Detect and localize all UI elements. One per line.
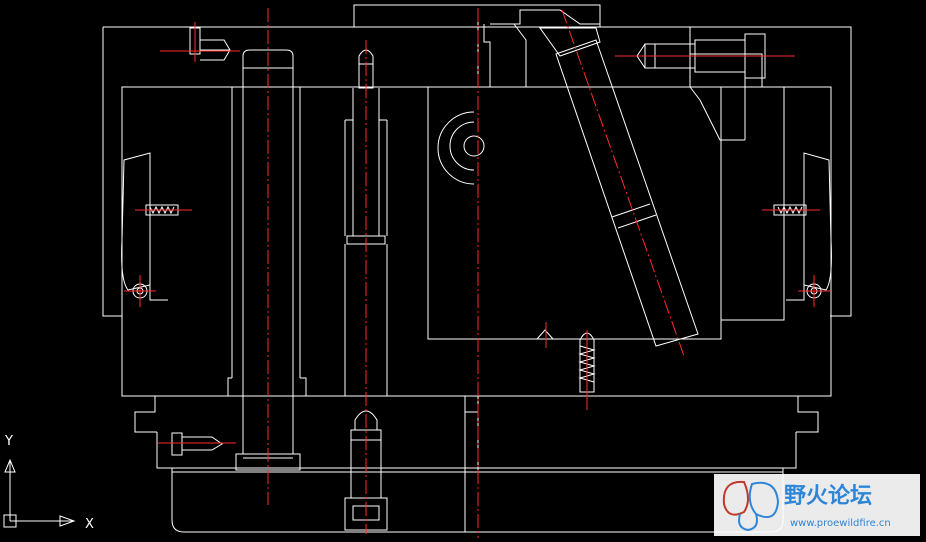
- watermark-panel: [714, 474, 920, 536]
- watermark-url: www.proewildfire.cn: [790, 518, 891, 529]
- left-latch-block: [121, 152, 179, 301]
- ucs-icon: X Y: [3, 434, 94, 532]
- watermark: 野火论坛 www.proewildfire.cn: [714, 474, 920, 536]
- watermark-title: 野火论坛: [784, 483, 872, 509]
- cavity-insert: [427, 86, 785, 340]
- top-clamp-plate: [102, 4, 852, 317]
- right-latch-block: [773, 152, 832, 301]
- top-left-screw: [189, 27, 231, 61]
- mold-body: [121, 86, 832, 469]
- ucs-y-label: Y: [4, 434, 13, 449]
- slider-wedge: [477, 9, 763, 141]
- bottom-left-dowel: [171, 432, 223, 456]
- centerlines: [124, 8, 830, 538]
- butterfly-logo-icon: [722, 480, 780, 532]
- guide-pillar: [227, 49, 307, 471]
- ucs-x-label: X: [85, 517, 94, 532]
- angled-lifter: [539, 27, 699, 347]
